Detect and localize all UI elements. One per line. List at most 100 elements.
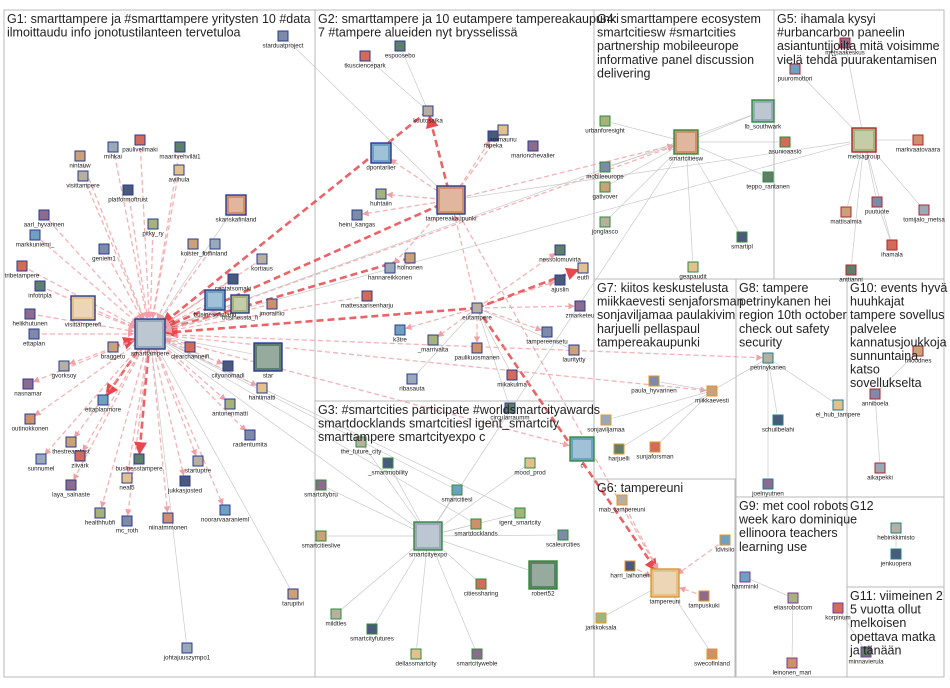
node-kolster_fi[interactable]: kolster_fi bbox=[181, 238, 206, 258]
node-holnonen[interactable]: holnonen bbox=[397, 252, 423, 272]
node-mihkai[interactable]: mihkai bbox=[104, 141, 122, 161]
node-laya_salnaste[interactable]: laya_salnaste bbox=[52, 479, 90, 499]
node-sunnumel[interactable]: sunnumel bbox=[28, 453, 55, 473]
node-smarttampere[interactable]: smarttampere bbox=[131, 318, 170, 358]
node-infotripla[interactable]: infotripla bbox=[28, 280, 52, 300]
node-aikapekki[interactable]: aikapekki bbox=[867, 462, 893, 482]
node-paulivellmaki[interactable]: paulivellmaki bbox=[122, 134, 158, 154]
node-petrinykanen[interactable]: petrinykanen bbox=[750, 352, 786, 372]
node-rapeka[interactable]: rapeka bbox=[484, 130, 503, 150]
node-pitky_ry[interactable]: pitky_ry bbox=[142, 218, 165, 238]
node-tdvisiio[interactable]: tdvisiio bbox=[716, 534, 735, 554]
node-ribasauta[interactable]: ribasauta bbox=[399, 373, 425, 393]
node-smartcityexpo[interactable]: smartcityexpo bbox=[409, 521, 448, 559]
node-ettaplanmore[interactable]: ettaplanmore bbox=[85, 394, 122, 414]
node-korpinum[interactable]: korpinum bbox=[825, 602, 851, 622]
node-thestreamfest[interactable]: thestreamfest bbox=[52, 436, 90, 456]
node-_smartmobility[interactable]: _smartmobility bbox=[367, 457, 409, 477]
node-nintauw[interactable]: nintauw bbox=[69, 150, 91, 170]
node-urbanforesight[interactable]: urbanforesight bbox=[585, 115, 625, 135]
node-heini_kangas[interactable]: heini_kangas bbox=[339, 209, 375, 229]
node-citiessharing[interactable]: citiessharing bbox=[464, 578, 499, 598]
node-tampereensetu[interactable]: tampereensetu bbox=[526, 326, 568, 346]
node-eliasrobotcom[interactable]: eliasrobotcom bbox=[774, 592, 813, 612]
node-smartdocklands[interactable]: smartdocklands bbox=[454, 518, 498, 538]
node-ajuslin[interactable]: ajuslin bbox=[551, 274, 569, 294]
node-tkusciencepark[interactable]: tkusciencepark bbox=[344, 50, 387, 70]
node-eutfi[interactable]: eutfi bbox=[577, 262, 589, 282]
node-paula_hyvarinen[interactable]: paula_hyvarinen bbox=[631, 375, 677, 395]
node-jukkasjosted[interactable]: jukkasjosted bbox=[167, 475, 203, 495]
node-tarupitvi[interactable]: tarupitvi bbox=[282, 588, 304, 608]
node-nasnamar[interactable]: nasnamar bbox=[14, 378, 42, 398]
node-schuilbelahi[interactable]: schuilbelahi bbox=[762, 414, 794, 434]
node-aarl_hyvarinen[interactable]: aarl_hyvarinen bbox=[24, 209, 65, 229]
node-mobileeurope[interactable]: mobileeurope bbox=[586, 161, 624, 181]
node-nessolomuvirta[interactable]: nessolomuvirta bbox=[539, 244, 581, 264]
node-hamminkl[interactable]: hamminkl bbox=[732, 571, 758, 591]
node-radientumita[interactable]: radientumita bbox=[233, 429, 268, 449]
node-sonjaviljamaa[interactable]: sonjaviljamaa bbox=[587, 414, 625, 434]
node-miikkaevesti[interactable]: miikkaevesti bbox=[695, 385, 729, 405]
node-geapaudit[interactable]: geapaudit bbox=[679, 261, 707, 281]
node-the_future_city[interactable]: the_future_city bbox=[341, 436, 382, 456]
node-swecofinland[interactable]: swecofinland bbox=[694, 648, 730, 668]
node-jmorainio[interactable]: jmorainio bbox=[258, 298, 285, 318]
node-k3tre[interactable]: k3tre bbox=[393, 324, 407, 344]
node-antonenmatti[interactable]: antonenmatti bbox=[212, 398, 248, 418]
node-star[interactable]: star bbox=[253, 342, 283, 380]
node-businessfinland[interactable]: businessfinland bbox=[194, 289, 237, 319]
node-markkuniemi_[interactable]: markkuniemi_ bbox=[16, 229, 55, 249]
node-smartcityweble[interactable]: smartcityweble bbox=[457, 648, 498, 668]
node-tomijalo_metsa[interactable]: tomijalo_metsa bbox=[903, 204, 945, 224]
node-mildtles[interactable]: mildtles bbox=[326, 608, 347, 628]
node-espoosebo[interactable]: espoosebo bbox=[385, 40, 416, 60]
node-kortiaus[interactable]: kortiaus bbox=[251, 253, 273, 273]
node-mab_tampereuni[interactable]: mab_tampereuni bbox=[599, 494, 645, 514]
node-leinonen_mari[interactable]: leinonen_mari bbox=[773, 657, 812, 677]
node-harjuelli[interactable]: harjuelli bbox=[608, 443, 630, 463]
node-mikakulma[interactable]: mikakulma bbox=[497, 369, 527, 389]
node-hebinkkimisto[interactable]: hebinkkimisto bbox=[877, 522, 915, 542]
node-jarkkoksala[interactable]: jarkkoksala bbox=[585, 612, 618, 632]
node-smartcityfutures[interactable]: smartcityfutures bbox=[350, 623, 394, 643]
node-smartcitybru[interactable]: smartcitybru bbox=[304, 479, 338, 499]
node-smartipl[interactable]: smartipl bbox=[731, 231, 753, 251]
node-niinatmmonen[interactable]: niinatmmonen bbox=[149, 512, 188, 532]
node-mc_roth[interactable]: mc_roth bbox=[116, 515, 139, 535]
node-metsaakeskus[interactable]: metsaakeskus bbox=[825, 37, 865, 57]
node-anniboela[interactable]: anniboela bbox=[862, 388, 889, 408]
node-gativover[interactable]: gativover bbox=[592, 181, 618, 201]
node-markvaatovaara[interactable]: markvaatovaara bbox=[896, 134, 941, 154]
node-iotfinland[interactable]: iotfinland bbox=[203, 238, 228, 258]
node-smartcitieslive[interactable]: smartcitieslive bbox=[302, 530, 341, 550]
node-robert52[interactable]: robert52 bbox=[528, 560, 558, 598]
node-el_hub_tampere[interactable]: el_hub_tampere bbox=[816, 399, 861, 419]
node-marionchevalier[interactable]: marionchevalier bbox=[511, 140, 555, 160]
node-jonglasco[interactable]: jonglasco bbox=[591, 216, 619, 236]
node-eutampere[interactable]: eutampere bbox=[462, 302, 492, 322]
node-outinokkonen[interactable]: outinokkonen bbox=[12, 413, 49, 433]
node-lauritytty[interactable]: lauritytty bbox=[562, 344, 586, 364]
node-zmarketeu[interactable]: zmarketeu bbox=[566, 300, 595, 320]
node-visittamperefi[interactable]: visittamperefi bbox=[65, 295, 101, 329]
node-huhtaiin[interactable]: huhtaiin bbox=[370, 188, 392, 208]
node-tampuskuki[interactable]: tampuskuki bbox=[688, 590, 720, 610]
node-skanskafinland[interactable]: skanskafinland bbox=[216, 194, 257, 224]
node-noorarvaaranieml[interactable]: noorarvaaranieml bbox=[201, 504, 249, 524]
node-gvorksoy[interactable]: gvorksoy bbox=[52, 360, 78, 380]
node-igent_smartcity[interactable]: igent_smartcity bbox=[499, 507, 542, 527]
node-cityonomadi[interactable]: cityonomadi bbox=[211, 360, 245, 380]
node-harri_laihonen[interactable]: harri_laihonen bbox=[610, 560, 650, 580]
node-avilhula[interactable]: avilhula bbox=[169, 164, 191, 184]
node-puuromottori[interactable]: puuromottori bbox=[778, 63, 813, 83]
node-anttianni[interactable]: anttianni bbox=[839, 264, 863, 284]
node-hantimatti[interactable]: hantimatti bbox=[249, 382, 276, 402]
node-businessta_fi[interactable]: businessta_fi bbox=[222, 294, 258, 322]
node-kuutosaika[interactable]: kuutosaika bbox=[413, 105, 443, 125]
node-paulikuosmanen[interactable]: paulikuosmanen bbox=[454, 342, 500, 362]
node-starduatproject[interactable]: starduatproject bbox=[263, 30, 304, 50]
node-ammaunu[interactable]: ammaunu bbox=[489, 124, 517, 144]
node-clearchanneifi[interactable]: clearchanneifi bbox=[171, 341, 209, 361]
node-joelnyutnen[interactable]: joelnyutnen bbox=[751, 478, 784, 498]
